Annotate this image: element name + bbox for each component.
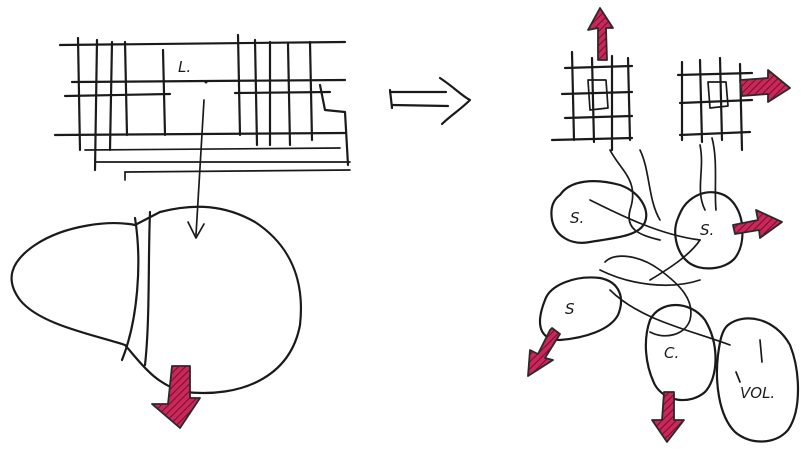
label-s1: S. [570, 209, 584, 227]
downward-connector-arrow [188, 100, 204, 238]
right-grid-building-2 [678, 58, 752, 150]
right-arrow-icon [390, 78, 470, 124]
top-outflow-arrow-icon [588, 8, 613, 60]
right-outflow-arrow-icon-top [740, 70, 790, 102]
center-dot [205, 81, 208, 84]
connection-strands [590, 138, 730, 345]
left-outflow-arrow-icon [152, 366, 200, 428]
label-s3: S [565, 300, 575, 318]
label-volume: VOL. [740, 384, 775, 402]
right-grid-building-1 [552, 52, 632, 150]
label-s2: S. [700, 221, 714, 239]
volume-blob [717, 318, 798, 441]
label-commercial: C. [664, 344, 679, 362]
building-label-large: L. [178, 58, 191, 76]
left-large-blob [12, 207, 301, 393]
left-grid-building [55, 35, 350, 180]
small-blob-s1 [551, 181, 646, 243]
